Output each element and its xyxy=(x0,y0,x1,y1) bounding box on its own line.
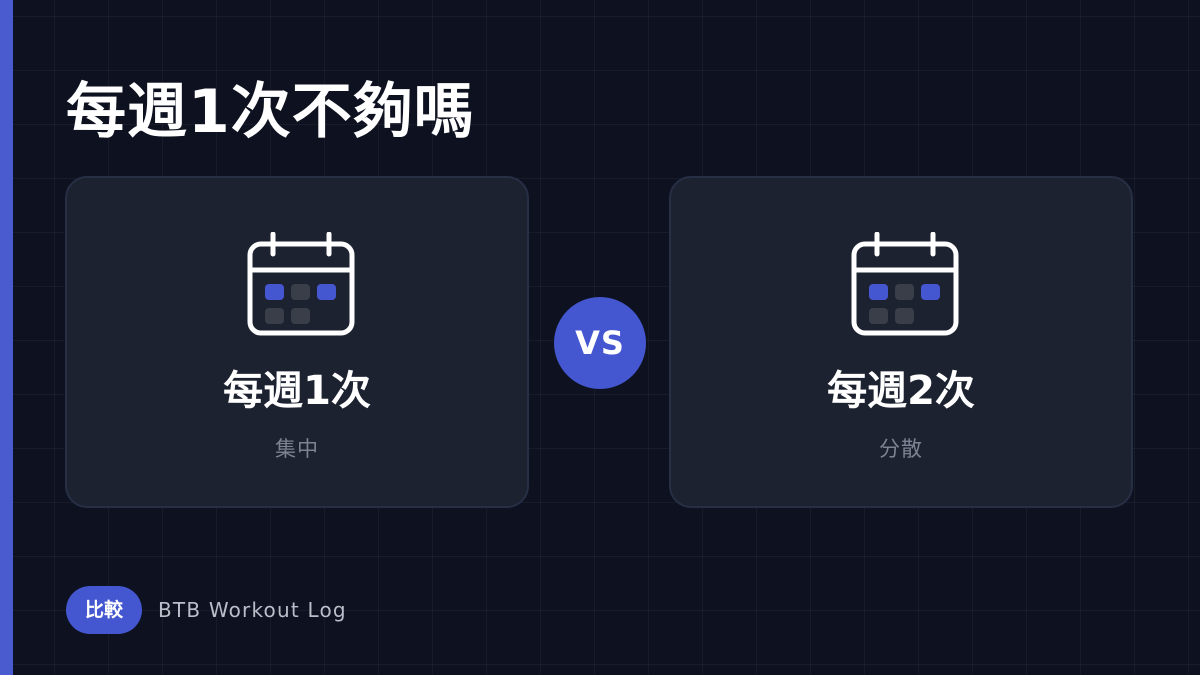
card-heading: 每週2次 xyxy=(827,368,975,414)
card-subtitle: 集中 xyxy=(275,437,319,461)
vs-badge: VS xyxy=(554,297,646,389)
category-tag: 比較 xyxy=(66,586,142,634)
accent-bar xyxy=(0,0,13,675)
comparison-card-right: 每週2次 分散 xyxy=(669,176,1133,508)
calendar-icon xyxy=(851,232,959,336)
card-heading: 每週1次 xyxy=(223,368,371,414)
card-subtitle: 分散 xyxy=(879,437,923,461)
page-title: 每週1次不夠嗎 xyxy=(66,77,475,147)
comparison-card-left: 每週1次 集中 xyxy=(65,176,529,508)
calendar-icon xyxy=(247,232,355,336)
brand-name: BTB Workout Log xyxy=(158,598,347,622)
